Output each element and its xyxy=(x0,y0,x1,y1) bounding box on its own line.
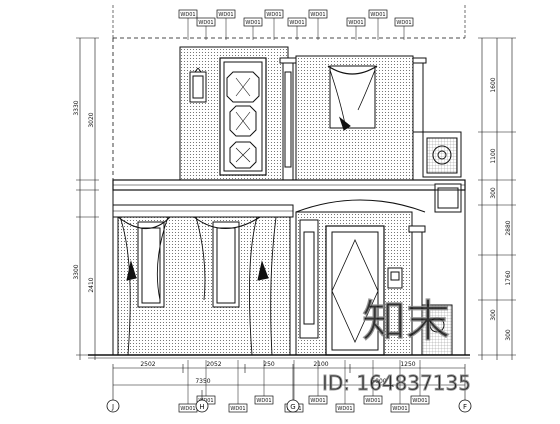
dim-bottom-1-3: 2100 xyxy=(313,361,328,368)
svg-text:WD01: WD01 xyxy=(365,398,380,404)
svg-text:WD01: WD01 xyxy=(266,12,281,18)
dim-right-0: 1600 xyxy=(490,77,497,92)
tag-top-0: WD01 xyxy=(178,9,198,19)
tag-bottom-7: WD01 xyxy=(363,395,383,405)
tag-bottom-2: WD01 xyxy=(228,403,248,413)
tag-top-7: WD01 xyxy=(346,17,366,27)
svg-text:WD01: WD01 xyxy=(337,406,352,412)
dim-bottom-2-0: 7350 xyxy=(195,378,210,385)
watermark: 知末 ID: 164837135 xyxy=(322,295,472,395)
dim-bottom-1-2: 250 xyxy=(263,361,275,368)
svg-text:WD01: WD01 xyxy=(245,20,260,26)
dim-left-1: 3020 xyxy=(88,112,95,127)
svg-text:WD01: WD01 xyxy=(396,20,411,26)
tag-top-2: WD01 xyxy=(216,9,236,19)
svg-text:WD01: WD01 xyxy=(198,398,213,404)
dims-left: 3330 3020 3300 2410 xyxy=(73,100,95,292)
tag-bottom-5: WD01 xyxy=(308,395,328,405)
tag-bottom-3: WD01 xyxy=(254,395,274,405)
svg-text:WD01: WD01 xyxy=(218,12,233,18)
dims-right: 1600 1100 300 2880 1760 300 300 xyxy=(490,77,512,341)
axis-bubble-G: G xyxy=(286,390,300,413)
svg-text:G: G xyxy=(290,403,295,411)
dim-bottom-1-4: 1250 xyxy=(400,361,415,368)
axis-bubble-J: J xyxy=(106,390,120,413)
tag-top-3: WD01 xyxy=(243,17,263,27)
svg-text:WD01: WD01 xyxy=(256,398,271,404)
svg-text:WD01: WD01 xyxy=(180,12,195,18)
axis-bubble-H: H xyxy=(195,390,209,413)
svg-text:WD01: WD01 xyxy=(370,12,385,18)
svg-text:J: J xyxy=(111,403,114,411)
svg-text:WD01: WD01 xyxy=(180,406,195,412)
dim-right-4: 1760 xyxy=(505,270,512,285)
lower-floor xyxy=(88,189,470,359)
dimension-lines xyxy=(76,5,516,390)
svg-text:WD01: WD01 xyxy=(392,406,407,412)
svg-text:WD01: WD01 xyxy=(310,398,325,404)
dim-right-1: 1100 xyxy=(490,148,497,163)
svg-text:H: H xyxy=(199,403,204,411)
tag-bottom-9: WD01 xyxy=(410,395,430,405)
svg-text:WD01: WD01 xyxy=(348,20,363,26)
tag-top-5: WD01 xyxy=(287,17,307,27)
tag-bottom-0: WD01 xyxy=(178,403,198,413)
dim-left-2: 3300 xyxy=(73,264,80,279)
dim-right-2: 300 xyxy=(490,187,497,199)
dim-right-6: 300 xyxy=(505,329,512,341)
watermark-brand: 知末 xyxy=(362,296,450,347)
svg-text:WD01: WD01 xyxy=(412,398,427,404)
svg-text:WD01: WD01 xyxy=(310,12,325,18)
svg-text:WD01: WD01 xyxy=(198,20,213,26)
tag-bottom-6: WD01 xyxy=(335,403,355,413)
watermark-id: ID: 164837135 xyxy=(322,371,471,395)
tag-top-1: WD01 xyxy=(196,17,216,27)
dim-bottom-2-1: 5000 xyxy=(371,378,386,385)
dim-bottom-1-0: 2502 xyxy=(140,361,155,368)
svg-text:WD01: WD01 xyxy=(230,406,245,412)
dim-bottom-1-1: 2052 xyxy=(206,361,221,368)
svg-text:WD01: WD01 xyxy=(289,20,304,26)
dim-left-3: 2410 xyxy=(88,277,95,292)
tag-top-8: WD01 xyxy=(368,9,388,19)
tag-top-9: WD01 xyxy=(394,17,414,27)
upper-floor xyxy=(112,37,466,213)
dim-right-3: 2880 xyxy=(505,220,512,235)
tag-bottom-8: WD01 xyxy=(390,403,410,413)
tag-top-4: WD01 xyxy=(264,9,284,19)
dim-left-0: 3330 xyxy=(73,100,80,115)
dim-right-5: 300 xyxy=(490,309,497,321)
axis-bubble-F: F xyxy=(458,390,472,413)
svg-text:F: F xyxy=(463,403,467,411)
dims-bottom: 2502 2052 250 2100 1250 7350 5000 xyxy=(140,361,415,385)
tag-top-6: WD01 xyxy=(308,9,328,19)
